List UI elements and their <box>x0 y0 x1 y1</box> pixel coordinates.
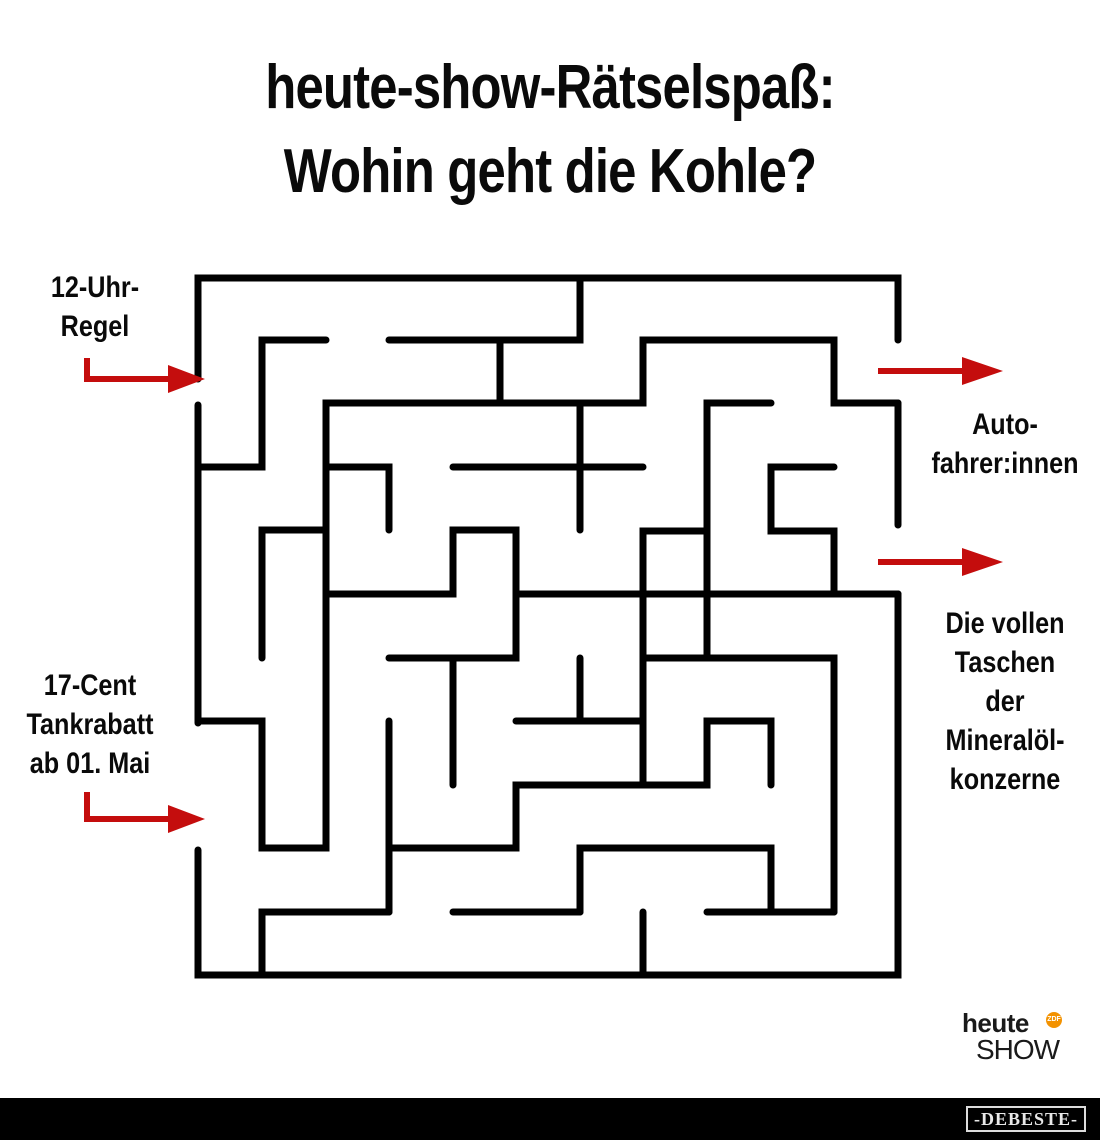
label-line: Regel <box>60 310 130 343</box>
arrow-head-icon <box>168 365 205 393</box>
label-line: ab 01. Mai <box>29 747 151 780</box>
label-line: Die vollen <box>945 607 1065 640</box>
maze-walls <box>194 274 902 979</box>
input-arrow-top <box>84 358 175 382</box>
debeste-watermark[interactable]: -DEBESTE- <box>965 1106 1086 1132</box>
maze <box>84 274 1003 979</box>
label-autofahrer: Auto- fahrer:innen <box>929 405 1080 483</box>
label-line: Tankrabatt <box>26 708 154 741</box>
label-tankrabatt: 17-Cent Tankrabatt ab 01. Mai <box>23 666 157 783</box>
label-line: Taschen <box>954 646 1056 679</box>
arrow-head-icon <box>168 805 205 833</box>
footer-bar: -DEBESTE- <box>0 1098 1100 1140</box>
arrow-head-icon <box>962 357 1003 385</box>
label-12-uhr-regel: 12-Uhr- Regel <box>49 268 141 346</box>
title-line-1: heute-show-Rätselspaß: <box>265 53 835 122</box>
heute-show-logo: heute ZDF SHOW <box>960 1008 1070 1068</box>
label-line: 12-Uhr- <box>50 271 140 304</box>
label-line: Auto- <box>972 408 1038 441</box>
label-mineraloelkonzerne: Die vollen Taschen der Mineralöl- konzer… <box>934 604 1077 799</box>
logo-heute: heute <box>962 1008 1029 1038</box>
zdf-icon: ZDF <box>1046 1012 1062 1028</box>
label-line: fahrer:innen <box>931 447 1079 480</box>
label-line: konzerne <box>949 763 1061 796</box>
logo-show: SHOW <box>976 1034 1060 1065</box>
arrow-head-icon <box>962 548 1003 576</box>
label-line: Mineralöl- <box>945 724 1065 757</box>
label-line: 17-Cent <box>43 669 137 702</box>
title-line-2: Wohin geht die Kohle? <box>283 137 817 206</box>
input-arrow-bottom <box>84 792 175 822</box>
label-line: der <box>985 685 1025 718</box>
